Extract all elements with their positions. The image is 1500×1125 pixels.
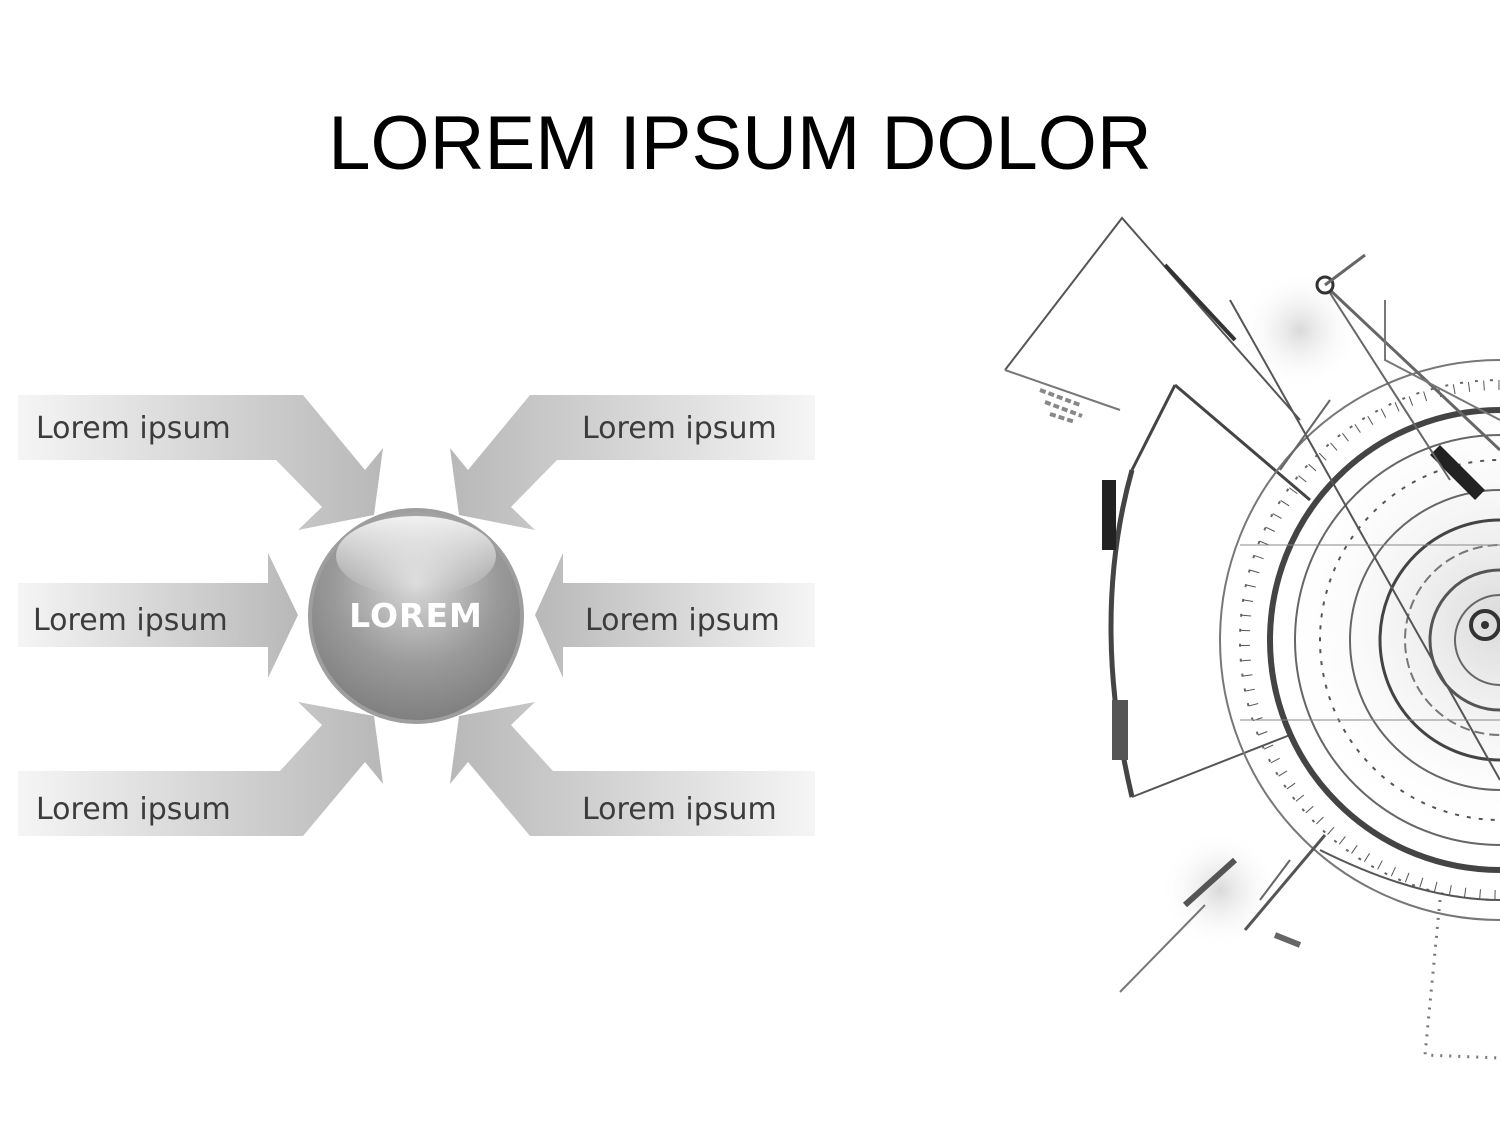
arrow-bottom-left (18, 702, 383, 836)
arrow-top-left (18, 395, 383, 530)
arrow-mid-left (18, 553, 298, 678)
slide-title: LOREM IPSUM DOLOR (328, 101, 1152, 186)
hub-label: LOREM (349, 596, 483, 635)
item-label-top-left: Lorem ipsum (36, 411, 231, 446)
tech-dial-illustration (1004, 216, 1500, 1060)
arrow-top-right (450, 395, 815, 530)
hub-shine (336, 516, 496, 596)
item-label-top-right: Lorem ipsum (582, 411, 777, 446)
item-label-bottom-right: Lorem ipsum (582, 792, 777, 827)
item-label-mid-right: Lorem ipsum (585, 603, 780, 638)
arrow-bottom-right (450, 702, 815, 836)
item-label-bottom-left: Lorem ipsum (36, 792, 231, 827)
item-label-mid-left: Lorem ipsum (33, 603, 228, 638)
arrow-mid-right (535, 553, 815, 678)
